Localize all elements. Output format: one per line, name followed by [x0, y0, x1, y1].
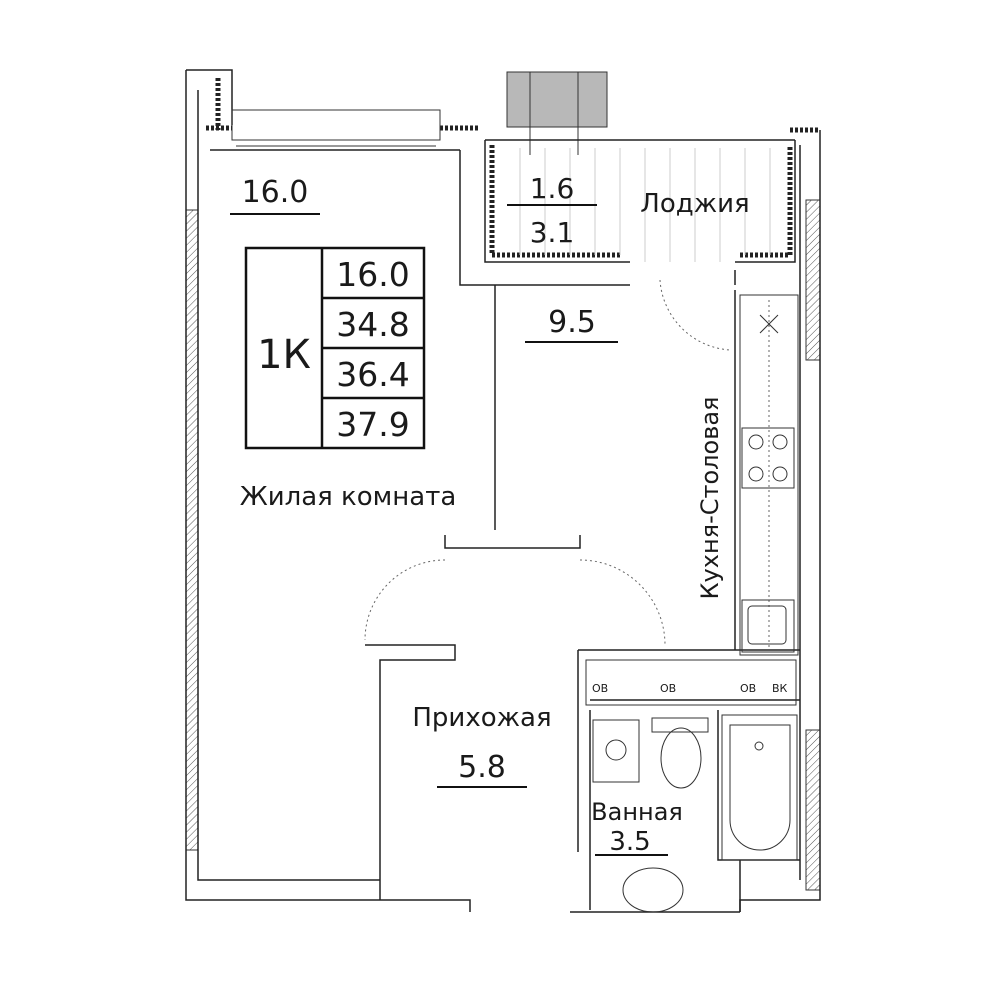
shaft-label: ОВ	[592, 682, 608, 695]
apartment-type: 1К	[257, 332, 311, 378]
interior-walls	[364, 279, 800, 913]
kitchen-area: 9.5	[548, 305, 596, 340]
washbasin-icon	[622, 867, 684, 913]
washer-icon	[592, 719, 640, 783]
loggia-area-full: 3.1	[530, 216, 575, 249]
bathtub-icon	[721, 714, 798, 861]
shaft-label: ОВ	[740, 682, 756, 695]
shaft-label: ОВ	[660, 682, 676, 695]
room-labels: 16.0 Жилая комната 1.6 3.1 Лоджия 9.5 Ку…	[230, 172, 750, 857]
area-summary-table: 1К 16.0 34.8 36.4 37.9	[244, 246, 426, 450]
full-area-value: 37.9	[336, 405, 409, 444]
ac-unit	[506, 71, 608, 128]
toilet-icon	[651, 717, 709, 733]
living-area-value: 16.0	[336, 255, 409, 294]
loggia-area-reduced: 1.6	[530, 172, 575, 205]
hall-area: 5.8	[458, 750, 506, 785]
shaft-label: ВК	[772, 682, 788, 695]
living-room-name: Жилая комната	[240, 482, 457, 512]
shaft-labels: ОВ ОВ ОВ ВК	[592, 682, 788, 695]
total-area-value: 34.8	[336, 305, 409, 344]
bath-area: 3.5	[609, 827, 650, 857]
living-window	[210, 109, 460, 151]
area-with-loggia-value: 36.4	[336, 355, 409, 394]
bath-name: Ванная	[591, 798, 683, 826]
living-room-area: 16.0	[242, 175, 309, 210]
kitchen-name: Кухня-Столовая	[696, 397, 724, 600]
loggia	[459, 71, 796, 286]
kitchen-counter	[739, 294, 799, 656]
bath-fixtures	[585, 659, 798, 913]
sink-icon	[741, 599, 795, 653]
hall-name: Прихожая	[412, 703, 551, 733]
loggia-name: Лоджия	[640, 189, 749, 219]
stove-icon	[741, 427, 795, 489]
